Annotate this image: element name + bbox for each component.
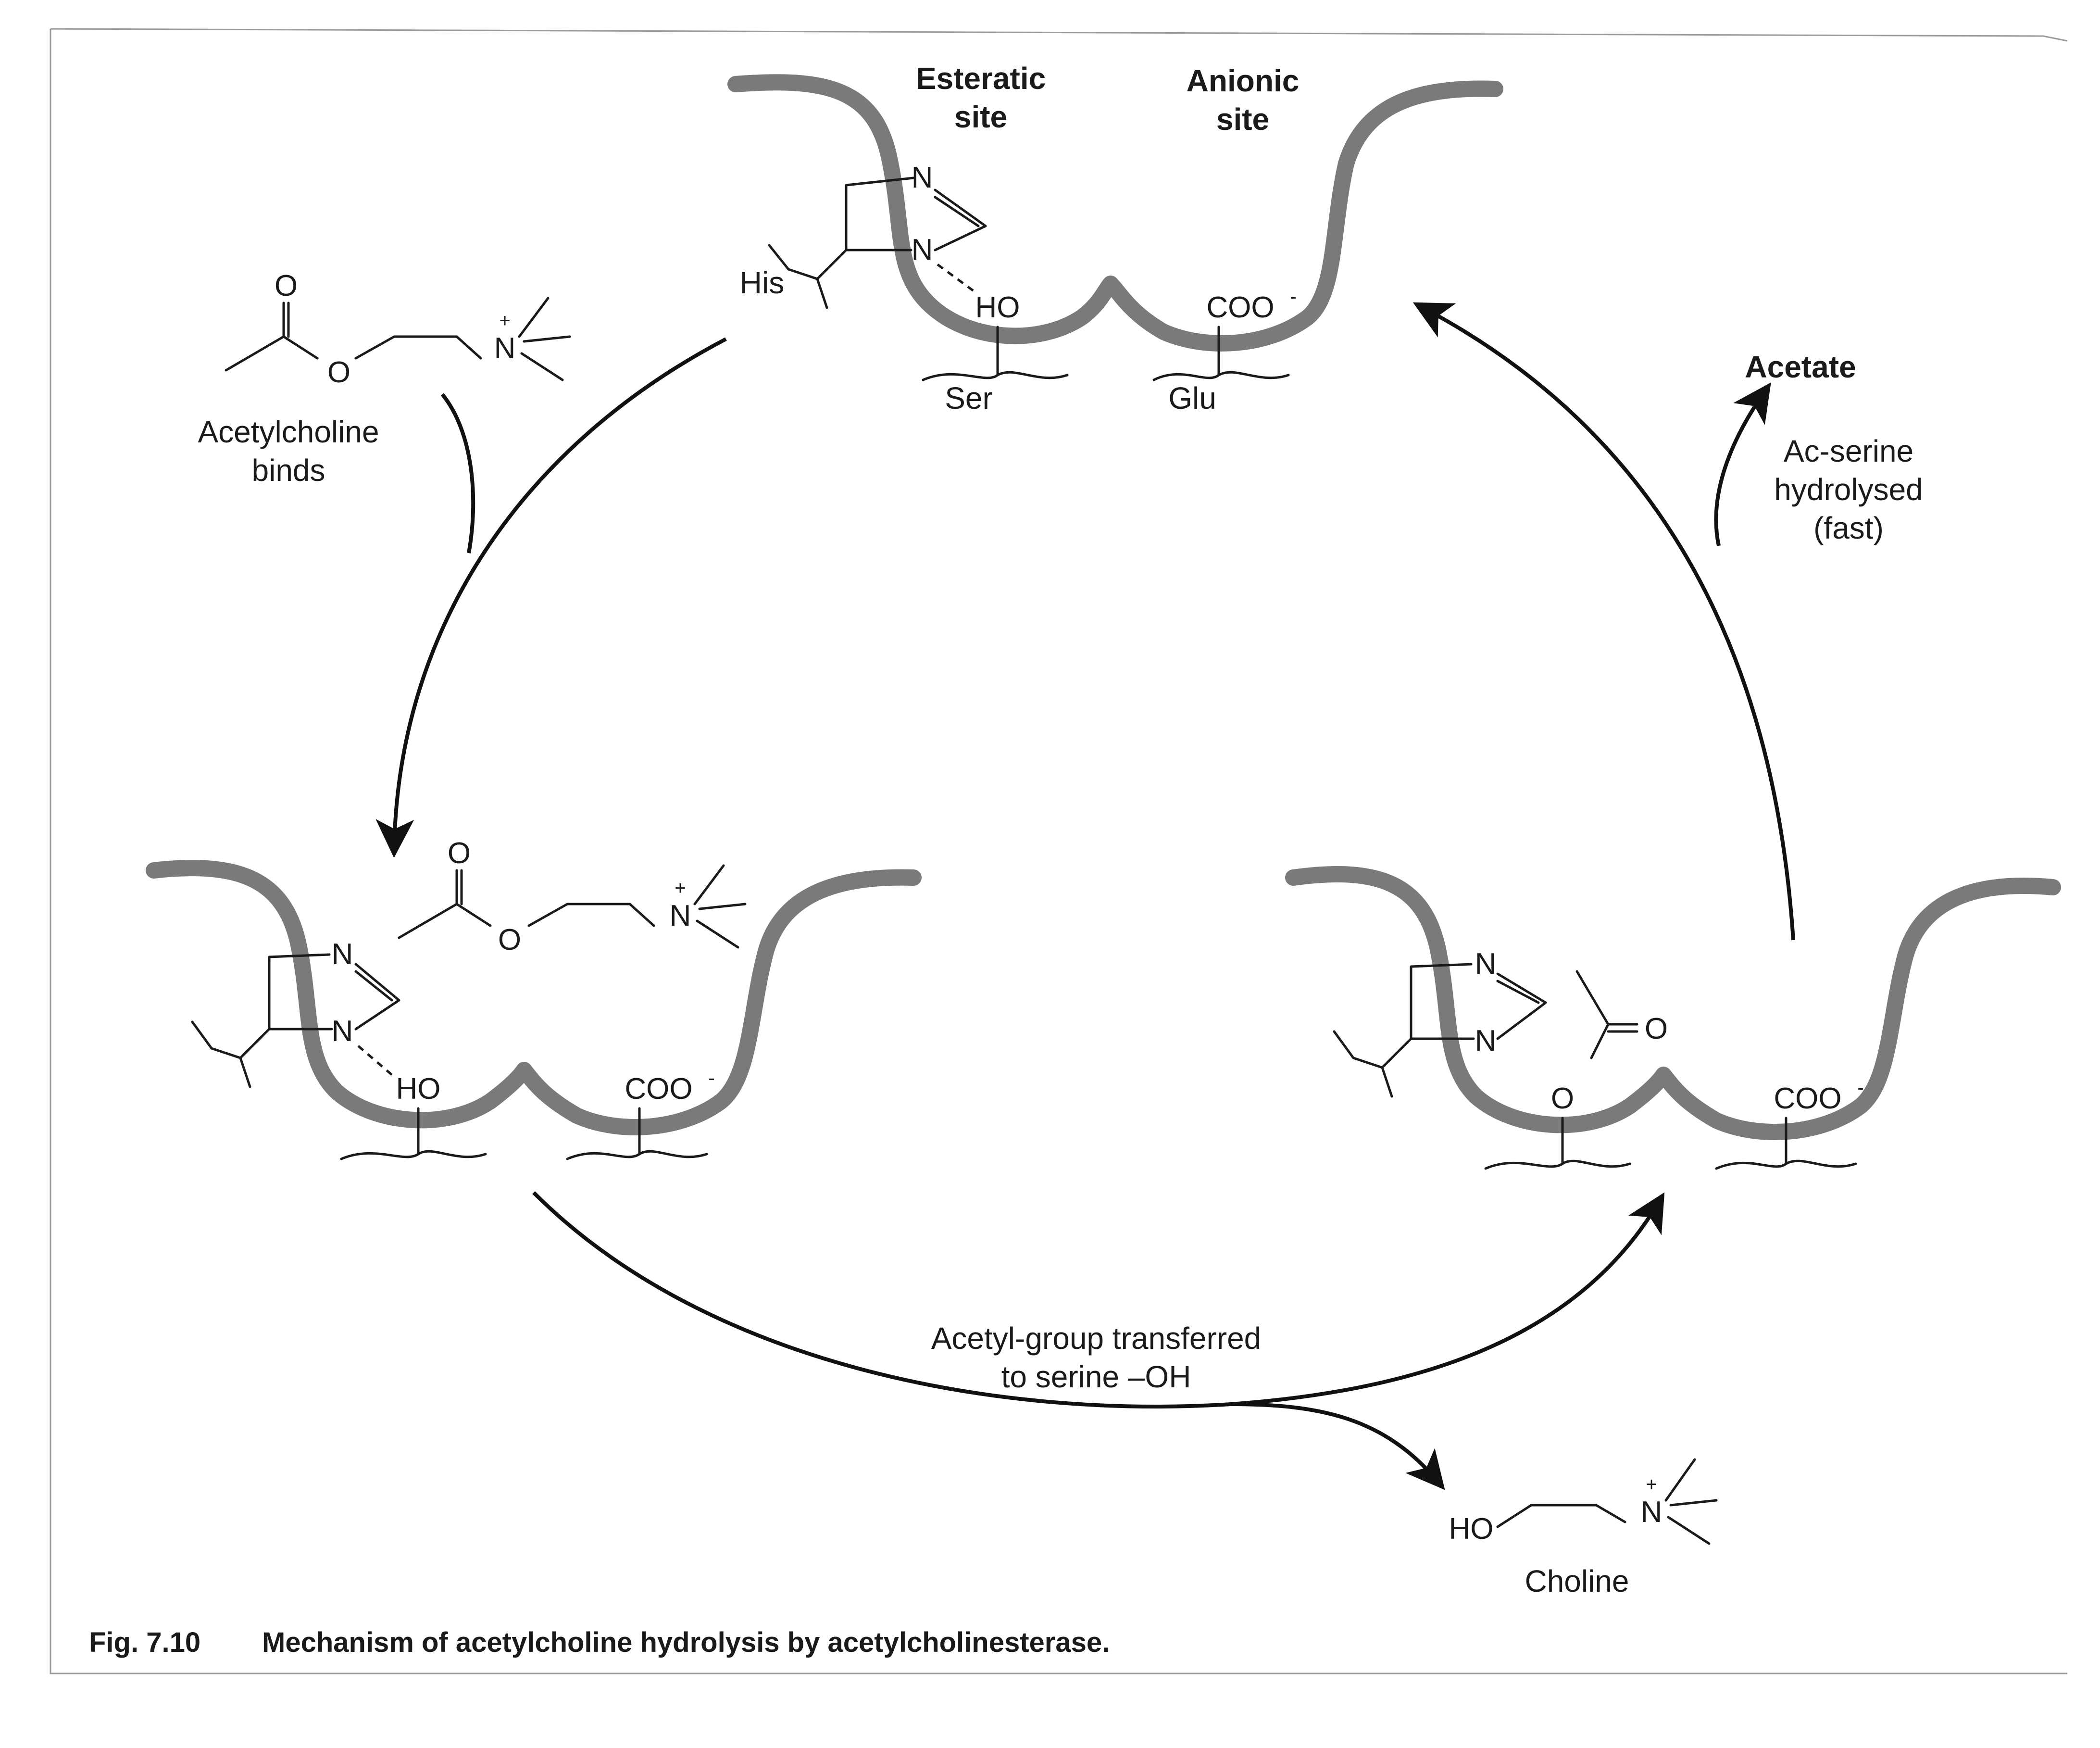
serine-residue-top: HO Ser: [922, 291, 1069, 415]
binding-arrow: [375, 337, 727, 858]
svg-text:+: +: [499, 310, 510, 331]
enzyme-state-bound: O O N + N N HO COO -: [146, 837, 922, 1160]
enzyme-pocket-right: [1285, 866, 2061, 1140]
glutamate-residue-left: COO -: [566, 1068, 715, 1160]
anionic-site-label: Anionic: [1187, 63, 1300, 98]
transfer-arrow: [532, 1191, 1665, 1408]
ser-label: Ser: [945, 381, 993, 415]
svg-text:N: N: [670, 899, 691, 932]
enzyme-pocket-top: [727, 74, 1503, 352]
svg-text:N: N: [332, 1015, 353, 1048]
glutamate-residue-right: COO -: [1715, 1077, 1864, 1170]
histidine-imidazole-top: N N His: [740, 161, 987, 309]
svg-text:N: N: [912, 233, 933, 266]
ac-serine-hydrolysed-label-2: hydrolysed: [1774, 472, 1923, 507]
acetate-release-arrow: [1714, 382, 1771, 546]
binding-arrow-feed: [440, 393, 475, 553]
acetate-label: Acetate: [1745, 350, 1856, 384]
svg-text:+: +: [675, 878, 686, 899]
choline-release-arrow: [1230, 1402, 1445, 1490]
enzyme-state-free: Esteratic site Anionic site N N His HO S…: [727, 61, 1503, 415]
acetyl-transfer-label: Acetyl-group transferred: [931, 1321, 1262, 1356]
enzyme-state-acetylated: N N O O COO -: [1285, 866, 2061, 1170]
svg-text:O: O: [448, 837, 471, 870]
svg-text:O: O: [275, 269, 298, 302]
glu-label: Glu: [1168, 381, 1216, 415]
ac-serine-hydrolysed-label: Ac-serine: [1784, 434, 1913, 468]
figure-number: Fig. 7.10: [89, 1627, 200, 1658]
svg-text:N: N: [494, 332, 516, 365]
acetyl-serine-right: O O: [1484, 970, 1668, 1170]
figure-frame: [50, 28, 2068, 1674]
ac-serine-hydrolysed-label-3: (fast): [1813, 511, 1884, 545]
svg-text:-: -: [708, 1068, 714, 1089]
svg-text:N: N: [1475, 1024, 1497, 1057]
svg-text:HO: HO: [396, 1072, 441, 1106]
svg-text:N: N: [332, 938, 353, 971]
svg-text:N: N: [1641, 1496, 1662, 1529]
figure-caption: Mechanism of acetylcholine hydrolysis by…: [262, 1627, 1110, 1658]
acetylcholine-binds-label-2: binds: [252, 453, 325, 488]
svg-text:COO: COO: [1206, 291, 1274, 324]
choline-molecule: HO N +: [1449, 1458, 1718, 1546]
svg-text:N: N: [912, 161, 933, 194]
serine-residue-left: HO: [340, 1072, 487, 1160]
svg-text:-: -: [1290, 286, 1296, 307]
choline-label: Choline: [1525, 1564, 1629, 1598]
acetylcholine-molecule-free: O O N +: [225, 269, 571, 389]
svg-text:COO: COO: [625, 1072, 692, 1106]
esteratic-site-label: Esteratic: [916, 61, 1046, 96]
svg-text:HO: HO: [1449, 1512, 1494, 1546]
svg-text:HO: HO: [975, 291, 1020, 324]
histidine-imidazole-left: N N: [191, 938, 400, 1088]
his-label: His: [740, 265, 784, 300]
histidine-imidazole-right: N N: [1333, 947, 1547, 1098]
svg-text:O: O: [1551, 1082, 1574, 1115]
enzyme-pocket-left: [146, 860, 922, 1135]
svg-text:+: +: [1646, 1474, 1657, 1495]
svg-text:O: O: [1645, 1012, 1668, 1045]
svg-text:N: N: [1475, 947, 1497, 981]
acetylcholine-molecule-bound: O O N +: [398, 837, 747, 956]
acetylcholine-binds-label: Acetylcholine: [198, 415, 379, 449]
hydrolysis-arrow: [1412, 302, 1795, 941]
svg-text:COO: COO: [1774, 1082, 1841, 1115]
acetyl-transfer-label-2: to serine –OH: [1001, 1359, 1191, 1394]
anionic-site-label-2: site: [1216, 102, 1269, 137]
svg-text:O: O: [327, 356, 350, 389]
svg-text:-: -: [1857, 1077, 1863, 1098]
esteratic-site-label-2: site: [954, 100, 1007, 134]
svg-text:O: O: [498, 923, 521, 956]
glutamate-residue-top: COO - Glu: [1152, 286, 1297, 415]
